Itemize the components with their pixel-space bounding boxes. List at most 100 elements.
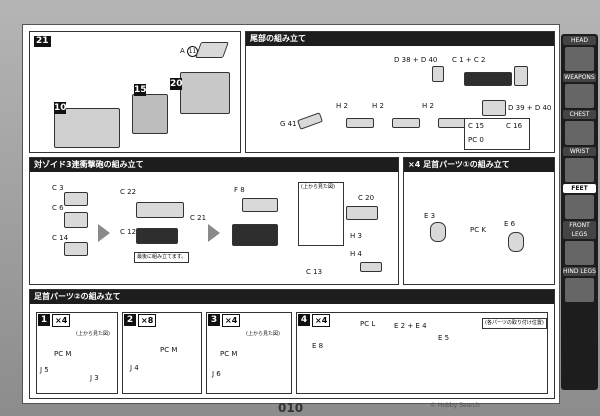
sidebar-tab-head[interactable]: HEAD xyxy=(563,36,596,45)
wrist-icon xyxy=(565,158,594,182)
tail-label: C 1 + C 2 xyxy=(452,56,486,64)
tail-part xyxy=(297,112,323,130)
sub-step-multiplier: ×4 xyxy=(52,314,71,327)
sub-inset-label: (上から見た図) xyxy=(246,331,280,337)
tail-label: PC 0 xyxy=(468,136,484,144)
tail-label: C 15 xyxy=(468,122,485,130)
tail-label: H 2 xyxy=(422,102,434,110)
sub-step-multiplier: ×8 xyxy=(138,314,157,327)
foot2-label: PC L xyxy=(360,320,376,328)
foot2-label: E 8 xyxy=(312,342,324,350)
foot1-multiplier: ×4 xyxy=(408,160,421,169)
tail-part xyxy=(514,66,528,86)
tail-label: G 41 xyxy=(280,120,297,128)
front-legs-icon xyxy=(565,241,594,265)
cannon-label: C 20 xyxy=(358,194,375,202)
foot1-label: E 3 xyxy=(424,212,436,220)
feet-icon xyxy=(565,195,594,219)
cannon-note: 最後に組み立てます。 xyxy=(134,252,190,263)
cannon-part xyxy=(136,202,184,218)
tail-part xyxy=(392,118,420,128)
cannon-label: H 3 xyxy=(350,232,362,240)
sub-step-multiplier: ×4 xyxy=(222,314,241,327)
cannon-label: C 12 xyxy=(120,228,137,236)
assembly-15 xyxy=(132,94,168,134)
foot1-part xyxy=(508,232,524,252)
tail-label: H 2 xyxy=(372,102,384,110)
tail-part xyxy=(482,100,506,116)
cannon-label: C 3 xyxy=(52,184,64,192)
foot2-label: J 6 xyxy=(212,370,221,378)
tail-inset xyxy=(464,118,530,150)
foot2-label: J 5 xyxy=(40,366,49,374)
foot1-title: ×4 足首パーツ①の組み立て xyxy=(404,158,554,172)
tail-title: 尾部の組み立て xyxy=(246,32,554,46)
cannon-title: 対ゾイド3連衝撃砲の組み立て xyxy=(30,158,398,172)
sub-step-number: 1 xyxy=(38,314,50,326)
hind-legs-icon xyxy=(565,278,594,302)
tail-label: C 16 xyxy=(506,122,523,130)
sub-step-number: 4 xyxy=(298,314,310,326)
part-10-label: 10 xyxy=(54,102,67,114)
cannon-part xyxy=(64,192,88,206)
part-20-label: 20 xyxy=(170,78,183,90)
cannon-part xyxy=(136,228,178,244)
cannon-part xyxy=(242,198,278,212)
foot2-label: PC M xyxy=(160,346,178,354)
assembly-20 xyxy=(180,72,230,114)
cannon-label: C 6 xyxy=(52,204,64,212)
instruction-sheet: 21 A 11 20 15 10 尾部の組み立て D 38 + D 40 C 1… xyxy=(22,24,560,404)
foot2-label: E 5 xyxy=(438,334,450,342)
foot2-label: PC M xyxy=(220,350,238,358)
sub-step-number: 2 xyxy=(124,314,136,326)
tail-label: D 38 + D 40 xyxy=(394,56,438,64)
part-15-label: 15 xyxy=(134,84,147,96)
cannon-label: C 21 xyxy=(190,214,207,222)
foot1-panel: ×4 足首パーツ①の組み立て E 3 PC K E 6 xyxy=(403,157,555,285)
sidebar-tab-weapons[interactable]: WEAPONS xyxy=(563,73,596,82)
assembly-10 xyxy=(54,108,120,148)
cannon-inset: (上から見た図) xyxy=(298,182,344,246)
tail-part xyxy=(438,118,466,128)
step-arrow xyxy=(98,224,110,242)
tail-label: D 39 + D 40 xyxy=(508,104,552,112)
cannon-label: C 14 xyxy=(52,234,69,242)
sub-step-number: 3 xyxy=(208,314,220,326)
cannon-label: H 4 xyxy=(350,250,362,258)
foot1-label: PC K xyxy=(470,226,486,234)
weapons-icon xyxy=(565,84,594,108)
sidebar-tab-chest[interactable]: CHEST xyxy=(563,110,596,119)
cannon-part xyxy=(64,242,88,256)
tail-part xyxy=(346,118,374,128)
cannon-panel: 対ゾイド3連衝撃砲の組み立て C 3 C 6 C 14 C 22 C 12 C … xyxy=(29,157,399,285)
cannon-label: C 22 xyxy=(120,188,137,196)
step-21-panel: 21 A 11 20 15 10 xyxy=(29,31,241,153)
cannon-part xyxy=(360,262,382,272)
tail-part xyxy=(464,72,512,86)
foot2-label: PC M xyxy=(54,350,72,358)
cannon-part xyxy=(346,206,378,220)
sidebar-tab-front-legs[interactable]: FRONT LEGS xyxy=(563,221,596,239)
watermark: © Hobby Search xyxy=(430,402,480,409)
foot2-panel: 足首パーツ②の組み立て 1 ×4 (上から見た図) PC M J 5 J 3 2… xyxy=(29,289,555,399)
sidebar-nav: HEAD WEAPONS CHEST WRIST FEET FRONT LEGS… xyxy=(561,34,598,390)
tail-panel: 尾部の組み立て D 38 + D 40 C 1 + C 2 D 39 + D 4… xyxy=(245,31,555,153)
sidebar-tab-wrist[interactable]: WRIST xyxy=(563,147,596,156)
cannon-label: C 13 xyxy=(306,268,323,276)
foot2-title: 足首パーツ②の組み立て xyxy=(30,290,554,304)
sub-inset-label: (上から見た図) xyxy=(76,331,110,337)
foot2-label: E 2 + E 4 xyxy=(394,322,427,330)
foot1-title-text: 足首パーツ①の組み立て xyxy=(423,160,510,169)
sidebar-tab-hind-legs[interactable]: HIND LEGS xyxy=(563,267,596,276)
foot1-label: E 6 xyxy=(504,220,516,228)
tail-part xyxy=(432,66,444,82)
foot2-sub-3 xyxy=(206,312,292,394)
tail-label: H 2 xyxy=(336,102,348,110)
sidebar-tab-feet[interactable]: FEET xyxy=(563,184,596,193)
cannon-part xyxy=(64,212,88,228)
cannon-label: F 8 xyxy=(234,186,245,194)
head-icon xyxy=(565,47,594,71)
sub-step-multiplier: ×4 xyxy=(312,314,331,327)
foot2-sub-1 xyxy=(36,312,118,394)
step-number: 21 xyxy=(34,36,51,47)
